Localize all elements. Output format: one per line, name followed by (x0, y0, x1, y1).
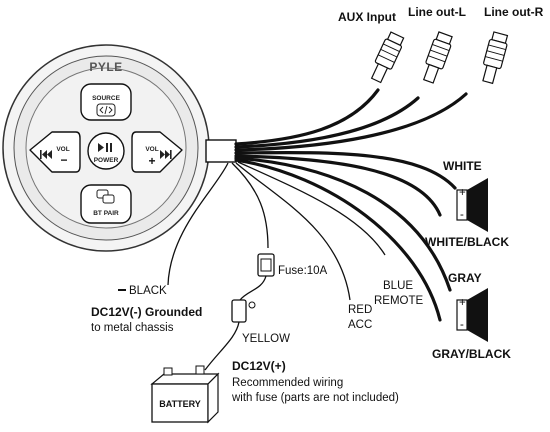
code-brackets-icon (96, 103, 116, 117)
controller-unit: PYLE SOURCE VOL − VOL + (2, 44, 237, 252)
plus-icon: + (148, 154, 155, 168)
speaker-gray-black-label: GRAY/BLACK (432, 347, 511, 361)
harness-cables (234, 88, 468, 322)
yellow-wire-label: YELLOW (242, 333, 290, 345)
link-icon (96, 189, 115, 204)
vol-up-label: VOL (145, 146, 158, 153)
bt-pair-label: BT PAIR (93, 210, 119, 217)
control-wires (167, 161, 386, 301)
power-label: POWER (94, 157, 119, 164)
black-wire-label: BLACK (129, 285, 167, 297)
fuse-label: Fuse:10A (278, 265, 328, 277)
remote-label: REMOTE (374, 295, 424, 307)
power-title: DC12V(+) (232, 359, 286, 373)
ground-title: DC12V(-) Grounded (91, 305, 202, 319)
power-line-2: with fuse (parts are not included) (231, 392, 399, 404)
skip-forward-icon (160, 150, 172, 159)
battery-label: BATTERY (159, 399, 201, 409)
line-out-r-label: Line out-R (484, 5, 544, 19)
source-label: SOURCE (92, 95, 120, 102)
speaker-1-minus: - (460, 209, 464, 221)
speaker-white-black-label: WHITE/BLACK (425, 235, 509, 249)
minus-icon: − (60, 153, 67, 167)
inline-connector (204, 299, 256, 371)
aux-input-label: AUX Input (338, 10, 396, 24)
speaker-white-label: WHITE (443, 159, 482, 173)
speaker-1: + - (456, 178, 488, 232)
speaker-1-plus: + (459, 187, 466, 199)
vol-down-label: VOL (56, 146, 69, 153)
red-wire-label: RED (348, 304, 372, 316)
speaker-2: + - (456, 288, 488, 342)
play-pause-button[interactable]: POWER (87, 132, 125, 170)
black-wire-dash (118, 289, 126, 291)
line-out-l-label: Line out-L (408, 5, 466, 19)
brand-logo: PYLE (89, 60, 122, 74)
bt-pair-button[interactable]: BT PAIR (80, 184, 132, 224)
vol-up-button[interactable]: VOL + (131, 131, 183, 173)
battery: BATTERY (150, 365, 220, 424)
acc-label: ACC (348, 319, 372, 331)
power-line-1: Recommended wiring (232, 377, 343, 389)
speaker-2-minus: - (460, 319, 464, 331)
unit-stem (205, 139, 237, 163)
speaker-2-plus: + (459, 297, 466, 309)
line-out-l-connector (422, 31, 453, 84)
speaker-gray-label: GRAY (448, 271, 482, 285)
play-pause-icon (98, 143, 112, 152)
skip-back-icon (40, 150, 52, 159)
fuse-holder (239, 253, 275, 301)
vol-down-button[interactable]: VOL − (29, 131, 81, 173)
aux-input-connector (370, 31, 405, 84)
source-button[interactable]: SOURCE (80, 83, 132, 121)
ground-subtitle: to metal chassis (91, 322, 174, 334)
blue-wire-label: BLUE (383, 280, 413, 292)
line-out-r-connector (482, 31, 509, 85)
